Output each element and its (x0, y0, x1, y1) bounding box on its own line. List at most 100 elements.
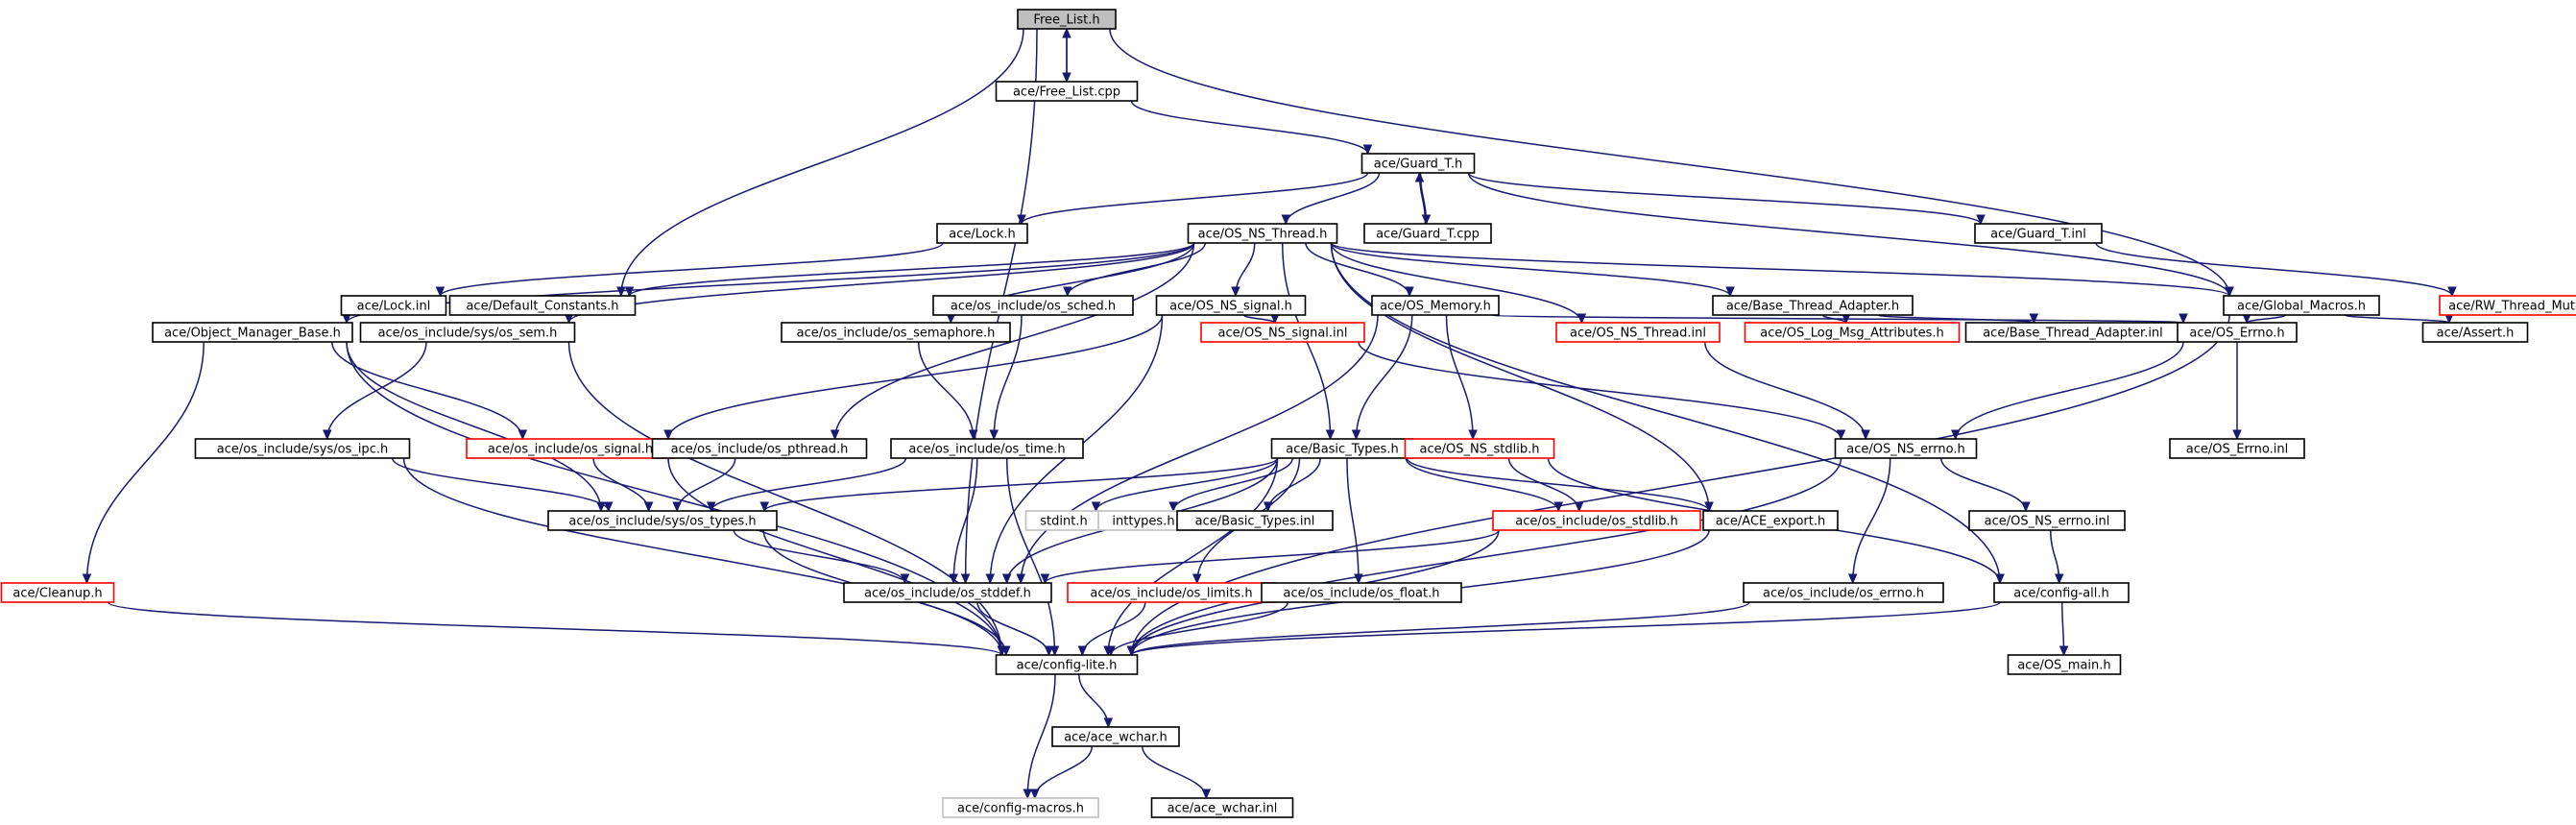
edge-ace-wchar-h-to-ace-wchar-inl (1142, 745, 1212, 800)
node-sys-os-sem-h[interactable]: ace/os_include/sys/os_sem.h (359, 322, 576, 343)
node-os-ns-thread-inl[interactable]: ace/OS_NS_Thread.inl (1555, 322, 1721, 343)
edge-os-memory-h-to-os-stddef-h (1016, 314, 1379, 585)
node-config-macros-h[interactable]: ace/config-macros.h (942, 797, 1099, 818)
node-label: ace/os_include/os_stddef.h (864, 587, 1031, 601)
node-os-errno-h[interactable]: ace/OS_Errno.h (2177, 322, 2298, 343)
node-label: ace/os_include/os_sched.h (951, 300, 1116, 314)
edge-arrowhead (624, 286, 635, 298)
edge-line (439, 242, 944, 297)
node-box (152, 322, 353, 343)
node-base-thread-adapter-inl[interactable]: ace/Base_Thread_Adapter.inl (1964, 322, 2181, 343)
node-os-errno-inc-h[interactable]: ace/os_include/os_errno.h (1743, 582, 1944, 603)
node-assert-h[interactable]: ace/Assert.h (2421, 322, 2529, 343)
node-lock-inl[interactable]: ace/Lock.inl (340, 295, 447, 316)
node-os-log-msg-attributes-h[interactable]: ace/OS_Log_Msg_Attributes.h (1744, 322, 1961, 343)
node-os-limits-h[interactable]: ace/os_include/os_limits.h (1067, 582, 1276, 603)
node-label: ace/Free_List.cpp (1013, 85, 1120, 100)
node-object-manager-base-h[interactable]: ace/Object_Manager_Base.h (152, 322, 353, 343)
node-free-list-cpp[interactable]: ace/Free_List.cpp (995, 81, 1139, 102)
edge-arrowhead (1201, 789, 1212, 800)
node-os-sched-h[interactable]: ace/os_include/os_sched.h (932, 295, 1134, 316)
node-basic-types-h[interactable]: ace/Basic_Types.h (1270, 438, 1414, 459)
edge-os-memory-h-to-os-errno-h (1492, 313, 2188, 325)
node-label: ace/OS_Log_Msg_Attributes.h (1760, 327, 1943, 341)
node-os-errno-inl[interactable]: ace/OS_Errno.inl (2169, 438, 2305, 459)
node-guard-t-cpp[interactable]: ace/Guard_T.cpp (1363, 223, 1492, 244)
node-label: ace/OS_NS_errno.h (1846, 443, 1965, 457)
edge-arrowhead (1553, 501, 1564, 513)
node-os-ns-signal-inl[interactable]: ace/OS_NS_signal.inl (1200, 322, 1365, 343)
node-os-stddef-h[interactable]: ace/os_include/os_stddef.h (843, 582, 1052, 603)
edge-arrowhead (1861, 429, 1870, 441)
node-os-main-h[interactable]: ace/OS_main.h (2007, 654, 2122, 675)
edge-line (1467, 172, 1982, 225)
node-sys-os-ipc-h[interactable]: ace/os_include/sys/os_ipc.h (194, 438, 411, 459)
node-ace-wchar-inl[interactable]: ace/ace_wchar.inl (1150, 797, 1294, 818)
node-label: ace/os_include/os_pthread.h (671, 443, 849, 457)
node-label: ace/OS_Errno.inl (2186, 443, 2288, 457)
node-os-ns-stdlib-h[interactable]: ace/OS_NS_stdlib.h (1404, 438, 1555, 459)
node-label: ace/Base_Thread_Adapter.inl (1983, 327, 2163, 341)
node-cleanup-h[interactable]: ace/Cleanup.h (0, 582, 115, 603)
edge-os-memory-h-to-os-ns-stdlib-h (1445, 314, 1478, 441)
node-lock-h[interactable]: ace/Lock.h (936, 223, 1028, 244)
node-os-ns-errno-h[interactable]: ace/OS_NS_errno.h (1834, 438, 1978, 459)
edge-line (1405, 457, 1559, 512)
edge-line (733, 529, 906, 584)
node-sys-os-types-h[interactable]: ace/os_include/sys/os_types.h (547, 510, 778, 531)
edge-arrowhead (1017, 214, 1026, 226)
node-os-ns-signal-h[interactable]: ace/OS_NS_signal.h (1155, 295, 1307, 316)
edge-line (1507, 457, 1580, 512)
edge-line (1242, 314, 1276, 324)
node-default-constants-h[interactable]: ace/Default_Constants.h (448, 295, 637, 316)
node-global-macros-h[interactable]: ace/Global_Macros.h (2223, 295, 2380, 316)
edge-cleanup-h-to-config-lite-h (107, 601, 1007, 657)
node-box (2177, 322, 2298, 343)
node-inttypes-h[interactable]: inttypes.h (1097, 510, 1190, 531)
edge-arrowhead (1325, 429, 1336, 441)
node-config-lite-h[interactable]: ace/config-lite.h (995, 654, 1139, 675)
node-os-time-h[interactable]: ace/os_include/os_time.h (890, 438, 1084, 459)
edges-layer (82, 27, 2457, 800)
node-os-ns-errno-inl[interactable]: ace/OS_NS_errno.inl (1968, 510, 2126, 531)
node-ace-export-h[interactable]: ace/ACE_export.h (1702, 510, 1839, 531)
edge-os-ns-errno-h-to-os-ns-errno-inl (1940, 457, 2031, 513)
node-ace-wchar-h[interactable]: ace/ace_wchar.h (1051, 726, 1180, 747)
node-os-float-h[interactable]: ace/os_include/os_float.h (1261, 582, 1462, 603)
edge-line (1078, 673, 1110, 728)
edge-os-ns-thread-h-to-base-thread-adapter-h (1330, 242, 1735, 298)
edge-sys-os-sem-h-to-sys-os-ipc-h (323, 341, 427, 441)
edge-line (1172, 457, 1293, 512)
edge-guard-t-h-to-guard-t-inl (1467, 172, 1986, 226)
edge-arrowhead (1192, 573, 1202, 585)
node-label: ace/Guard_T.inl (1990, 228, 2086, 242)
edge-os-memory-h-to-basic-types-h (1351, 314, 1413, 441)
node-base-thread-adapter-h[interactable]: ace/Base_Thread_Adapter.h (1712, 295, 1914, 316)
node-os-memory-h[interactable]: ace/OS_Memory.h (1371, 295, 1500, 316)
edge-arrowhead (2179, 313, 2188, 325)
node-label: ace/OS_main.h (2017, 659, 2110, 673)
edge-os-time-h-to-os-stddef-h (949, 457, 978, 585)
node-label: ace/RW_Thread_Mutex.h (2448, 300, 2576, 314)
node-guard-t-inl[interactable]: ace/Guard_T.inl (1974, 223, 2103, 244)
node-box (942, 797, 1099, 818)
node-label: ace/os_include/os_signal.h (488, 443, 653, 457)
node-rw-thread-mutex-h[interactable]: ace/RW_Thread_Mutex.h (2439, 295, 2576, 316)
node-os-stdlib-h[interactable]: ace/os_include/os_stdlib.h (1492, 510, 1701, 531)
node-os-ns-thread-h[interactable]: ace/OS_NS_Thread.h (1187, 223, 1338, 244)
edge-line (1305, 242, 1410, 297)
node-basic-types-inl[interactable]: ace/Basic_Types.inl (1176, 510, 1334, 531)
node-free-list-h[interactable]: Free_List.h (1017, 9, 1117, 30)
node-os-semaphore-h[interactable]: ace/os_include/os_semaphore.h (781, 322, 1011, 343)
node-os-signal-h[interactable]: ace/os_include/os_signal.h (466, 438, 675, 459)
node-label: ace/ace_wchar.inl (1168, 802, 1278, 816)
node-guard-t-h[interactable]: ace/Guard_T.h (1360, 153, 1476, 174)
node-stdint-h[interactable]: stdint.h (1024, 510, 1103, 531)
node-label: ace/config-lite.h (1017, 659, 1118, 673)
node-box (1155, 295, 1307, 316)
nodes-layer: Free_List.h ace/Free_List.cpp ace/Guard_T.… (0, 9, 2576, 818)
node-config-all-h[interactable]: ace/config-all.h (1993, 582, 2130, 603)
node-os-pthread-h[interactable]: ace/os_include/os_pthread.h (651, 438, 868, 459)
edge-arrowhead (1063, 286, 1072, 298)
node-box (340, 295, 447, 316)
